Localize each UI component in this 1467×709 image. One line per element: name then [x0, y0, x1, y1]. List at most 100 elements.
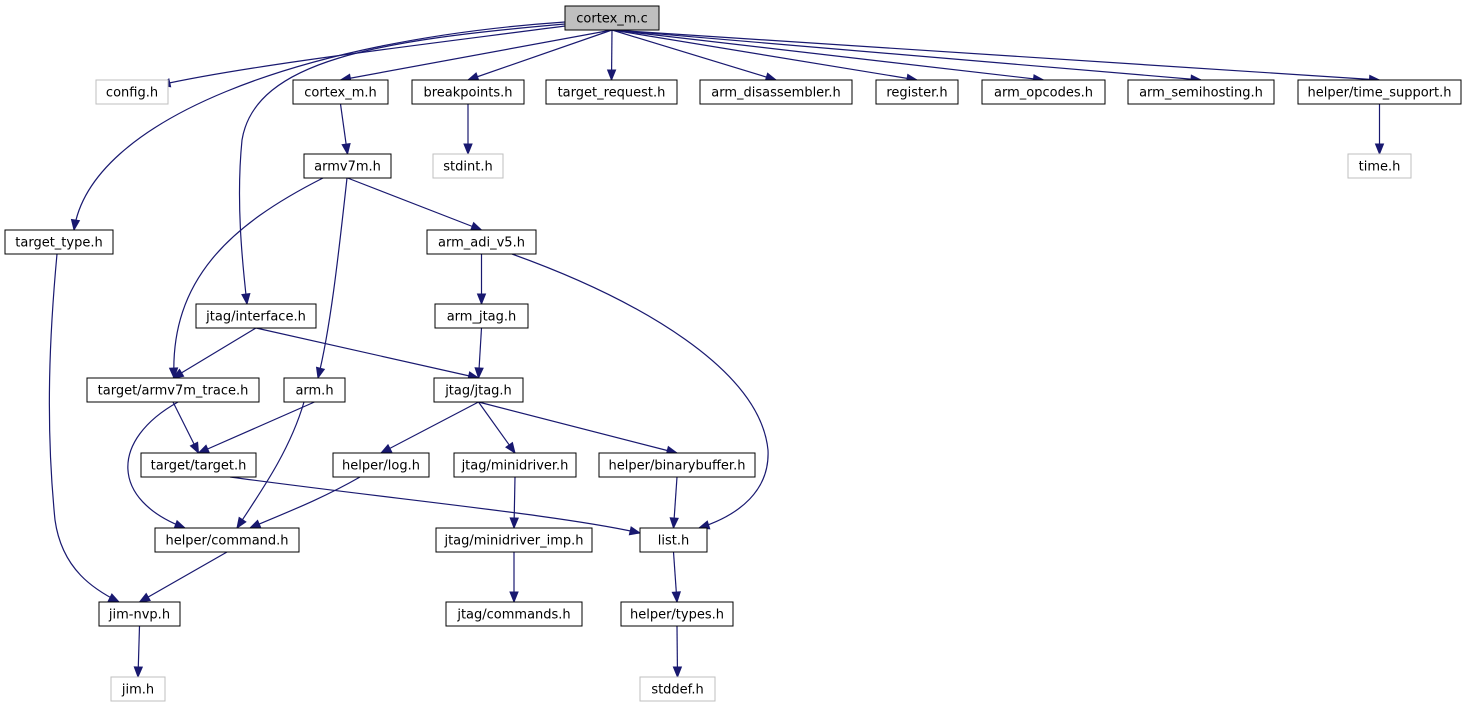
edge-jtag_jtag_h-to-helper_log_h — [379, 401, 479, 454]
edge-line — [611, 29, 1044, 81]
node-box — [434, 303, 529, 329]
node-label: jtag/minidriver_imp.h — [443, 534, 583, 549]
edge-line — [48, 253, 120, 603]
edge-arrowhead — [189, 441, 200, 455]
edge-binarybuffer_h-to-list_h — [669, 476, 679, 530]
node-jim-nvp-h[interactable]: jim-nvp.h — [98, 601, 181, 627]
edge-arrowhead — [171, 368, 185, 379]
node-label: register.h — [886, 86, 947, 101]
edge-arrowhead — [138, 592, 151, 603]
node-register-h[interactable]: register.h — [875, 79, 959, 105]
edge-line — [173, 177, 324, 379]
edge-arrowhead — [474, 367, 484, 380]
node-armv7m-trace-h[interactable]: target/armv7m_trace.h — [86, 377, 260, 403]
node-jtag-commands-h[interactable]: jtag/commands.h — [445, 601, 583, 627]
node-helper-types-h[interactable]: helper/types.h — [620, 601, 734, 627]
node-box — [445, 601, 583, 627]
edge-helper_log_h-to-helper_command_h — [248, 476, 361, 529]
node-target-request-h[interactable]: target_request.h — [545, 79, 678, 105]
node-breakpoints-h[interactable]: breakpoints.h — [411, 79, 525, 105]
node-label: arm_opcodes.h — [994, 86, 1093, 101]
node-arm-h[interactable]: arm.h — [283, 377, 346, 403]
node-cortex-m-c[interactable]: cortex_m.c — [564, 5, 660, 31]
edge-arrowhead — [248, 519, 262, 529]
edge-line — [198, 401, 315, 454]
node-box — [426, 229, 537, 255]
node-label: target_request.h — [558, 86, 666, 101]
node-minidriver-imp-h[interactable]: jtag/minidriver_imp.h — [435, 527, 593, 553]
edge-line — [611, 29, 918, 81]
edge-cortex_m_c-to-target_type_h — [70, 21, 566, 232]
node-arm-adi-v5-h[interactable]: arm_adi_v5.h — [426, 229, 537, 255]
edge-arrowhead — [168, 367, 179, 380]
node-box — [4, 229, 114, 255]
node-helper-command-h[interactable]: helper/command.h — [154, 527, 300, 553]
edge-breakpoints_h-to-stdint_h — [463, 104, 473, 156]
node-helper-log-h[interactable]: helper/log.h — [332, 452, 430, 478]
node-box — [154, 527, 300, 553]
edge-arrowhead — [672, 666, 683, 679]
node-label: stddef.h — [651, 683, 703, 698]
edge-cortex_m_c-to-time_support_h — [611, 29, 1381, 85]
edge-arrowhead — [469, 221, 483, 231]
edge-cortex_m_c-to-register_h — [611, 29, 919, 83]
edge-arrowhead — [241, 293, 251, 306]
node-target-target-h[interactable]: target/target.h — [140, 452, 257, 478]
node-box — [639, 527, 708, 553]
edge-arrowhead — [628, 526, 642, 536]
node-box — [1127, 79, 1275, 105]
node-box — [435, 527, 593, 553]
node-label: arm.h — [295, 384, 333, 399]
edge-line — [611, 29, 1202, 81]
node-target-type-h[interactable]: target_type.h — [4, 229, 114, 255]
node-label: jim-nvp.h — [108, 608, 170, 623]
node-box — [303, 153, 392, 179]
edge-cortex_m_c-to-arm_disassembler_h — [611, 29, 778, 82]
node-binarybuffer-h[interactable]: helper/binarybuffer.h — [598, 452, 756, 478]
node-label: target/armv7m_trace.h — [98, 384, 249, 399]
node-label: cortex_m.h — [304, 86, 377, 101]
node-label: jtag/minidriver.h — [461, 459, 569, 474]
edge-line — [611, 29, 777, 81]
node-jtag-minidriver-h[interactable]: jtag/minidriver.h — [453, 452, 577, 478]
edge-list_h-to-helper_types_h — [671, 551, 681, 604]
node-label: armv7m.h — [314, 160, 381, 175]
node-time-support-h[interactable]: helper/time_support.h — [1297, 79, 1462, 105]
edge-armv7m_h-to-armv7m_trace_h — [168, 177, 324, 380]
edge-arrowhead — [133, 666, 144, 679]
node-cortex-m-h[interactable]: cortex_m.h — [292, 79, 389, 105]
node-label: helper/command.h — [165, 534, 288, 549]
node-box — [564, 5, 660, 31]
node-jtag-jtag-h[interactable]: jtag/jtag.h — [433, 377, 524, 403]
node-armv7m-h[interactable]: armv7m.h — [303, 153, 392, 179]
node-box — [86, 377, 260, 403]
node-arm-semihosting-h[interactable]: arm_semihosting.h — [1127, 79, 1275, 105]
node-label: helper/binarybuffer.h — [609, 459, 746, 474]
node-box — [98, 601, 181, 627]
node-jim-h: jim.h — [110, 676, 166, 702]
node-jtag-interface-h[interactable]: jtag/interface.h — [195, 303, 317, 329]
node-box — [620, 601, 734, 627]
edge-helper_types_h-to-stddef_h — [672, 625, 683, 679]
node-box — [699, 79, 853, 105]
node-arm-opcodes-h[interactable]: arm_opcodes.h — [981, 79, 1106, 105]
node-box — [140, 452, 257, 478]
edge-cortex_m_c-to-target_request_h — [606, 29, 617, 82]
edge-line — [73, 21, 566, 231]
node-list-h[interactable]: list.h — [639, 527, 708, 553]
node-box — [981, 79, 1106, 105]
node-box — [545, 79, 678, 105]
node-label: jtag/interface.h — [205, 310, 306, 325]
edge-armv7m_trace_h-to-target_target_h — [172, 401, 200, 455]
node-box — [453, 452, 577, 478]
node-arm-disassembler-h[interactable]: arm_disassembler.h — [699, 79, 853, 105]
node-arm-jtag-h[interactable]: arm_jtag.h — [434, 303, 529, 329]
edge-line — [380, 401, 479, 454]
edge-cortex_m_h-to-armv7m_h — [339, 103, 351, 156]
node-label: jtag/jtag.h — [444, 384, 512, 399]
edge-line — [317, 177, 348, 379]
node-label: arm_semihosting.h — [1139, 86, 1263, 101]
edge-jtag_minidriver_h-to-minidriver_imp_h — [509, 476, 519, 530]
node-config-h: config.h — [95, 79, 169, 105]
